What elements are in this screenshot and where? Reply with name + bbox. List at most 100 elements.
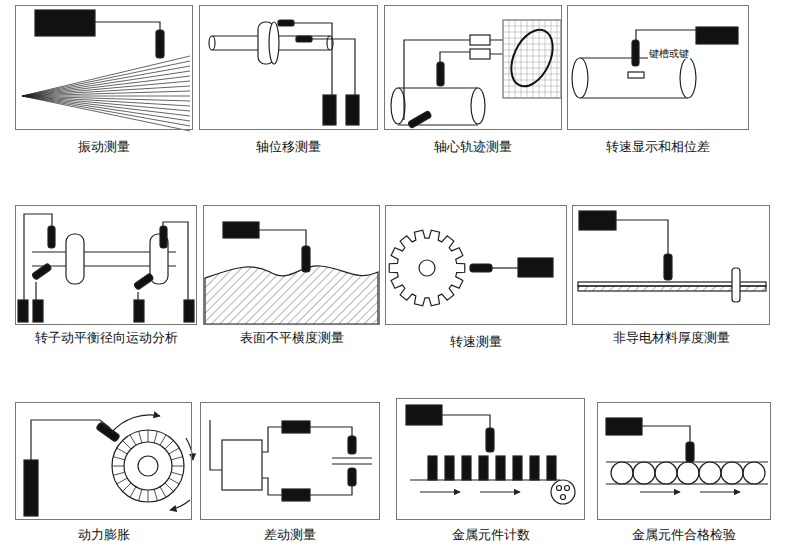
shaft-axial: [269, 22, 279, 64]
rotor: [24, 214, 188, 300]
rotor: [134, 273, 154, 290]
shaft-orbit: [408, 111, 432, 129]
metal-blocks: [479, 456, 488, 480]
vibration-fan: [22, 61, 190, 96]
panel-box: 转子动平衡径向运动分析: [15, 205, 197, 325]
expansion: [96, 422, 120, 442]
orbit-ellipse: [503, 23, 561, 93]
shaft-keyphasor: [696, 27, 738, 44]
rotor: [33, 300, 43, 322]
metal-blocks: [547, 456, 556, 480]
panel-caption: 转速测量: [450, 334, 502, 350]
illustration: [18, 10, 768, 516]
metal-blocks: [428, 456, 437, 480]
metal-blocks: [445, 456, 454, 480]
scope-grid: [503, 86, 561, 87]
vibration-fan: [22, 56, 190, 131]
vibration-fan: [22, 96, 190, 116]
inspection: [700, 491, 740, 492]
differential: [348, 468, 356, 486]
scope-grid: [503, 26, 561, 27]
scope-grid: [503, 98, 561, 99]
counting: [480, 491, 520, 492]
rotor: [66, 234, 84, 284]
vibration-fan: [22, 86, 190, 96]
panel-box: 转速测量: [385, 205, 567, 325]
shaft-orbit: [398, 88, 478, 125]
panel-caption: 动力膨胀: [78, 527, 130, 543]
differential: [282, 421, 310, 433]
shaft-axial: [294, 23, 332, 95]
shaft-orbit: [470, 35, 490, 45]
expansion: [24, 460, 38, 516]
shaft-keyphasor: [628, 72, 644, 78]
panel-caption: 差动测量: [264, 527, 316, 543]
inspection: [606, 418, 768, 492]
vibration-sensor: [95, 22, 160, 30]
vibration-fan: [22, 66, 190, 96]
metal-rings: [633, 462, 655, 484]
panel-box: 非导电材料厚度测量: [572, 205, 770, 325]
counting: [406, 405, 575, 504]
differential: [210, 420, 222, 470]
panel-caption: 转速显示和相位差: [606, 139, 710, 155]
wheel-spokes: [117, 448, 127, 454]
differential: [332, 458, 372, 464]
inspection: [642, 426, 690, 442]
counting: [557, 486, 562, 491]
rotor: [48, 226, 55, 248]
vibration-fan: [22, 71, 190, 96]
rotor: [18, 300, 28, 322]
metal-blocks: [462, 456, 471, 480]
vibration-fan: [22, 91, 190, 96]
scope-grid: [509, 20, 510, 98]
scope-grid: [539, 20, 540, 98]
metal-blocks: [530, 456, 539, 480]
counting: [442, 415, 490, 428]
wheel-spokes: [112, 466, 124, 467]
vibration-fan: [22, 96, 190, 131]
metal-blocks: [496, 456, 505, 480]
panel-box: 表面不平横度测量: [203, 205, 380, 325]
shaft-keyphasor: [680, 58, 696, 98]
metal-rings: [611, 462, 633, 484]
metal-rings: [721, 462, 743, 484]
vibration-sensor: [35, 10, 95, 36]
counting: [486, 428, 494, 452]
wheel-spokes: [172, 466, 184, 467]
wheel-spokes: [148, 430, 149, 442]
metal-rings: [677, 462, 699, 484]
shaft-orbit: [490, 40, 503, 54]
differential: [348, 436, 356, 454]
wheel-spokes: [160, 487, 166, 497]
surface: [205, 266, 378, 324]
differential: [222, 440, 262, 490]
differential: [282, 489, 310, 501]
vibration-fan: [22, 96, 190, 126]
panel-box: 金属元件合格检验: [597, 402, 771, 520]
scope-grid: [557, 20, 558, 98]
surface: [223, 222, 259, 238]
wheel-spokes: [154, 431, 157, 443]
shaft-axial: [323, 95, 336, 125]
speed-sensor: [492, 267, 518, 268]
wheel-spokes: [130, 435, 136, 445]
metal-rings: [611, 462, 765, 484]
scope-grid: [515, 20, 516, 98]
metal-rings: [743, 462, 765, 484]
counting: [406, 405, 442, 425]
expansion: [24, 415, 193, 516]
wheel-spokes: [130, 487, 136, 497]
expansion: [112, 430, 184, 502]
shaft-orbit: [437, 62, 444, 86]
shaft-axial: [296, 36, 312, 42]
expansion: [124, 442, 172, 490]
speed-sensor: [518, 258, 553, 277]
shaft-orbit: [471, 88, 485, 124]
rotor: [134, 300, 144, 322]
inspection: [606, 462, 768, 484]
panel-caption: 轴位移测量: [256, 139, 321, 155]
